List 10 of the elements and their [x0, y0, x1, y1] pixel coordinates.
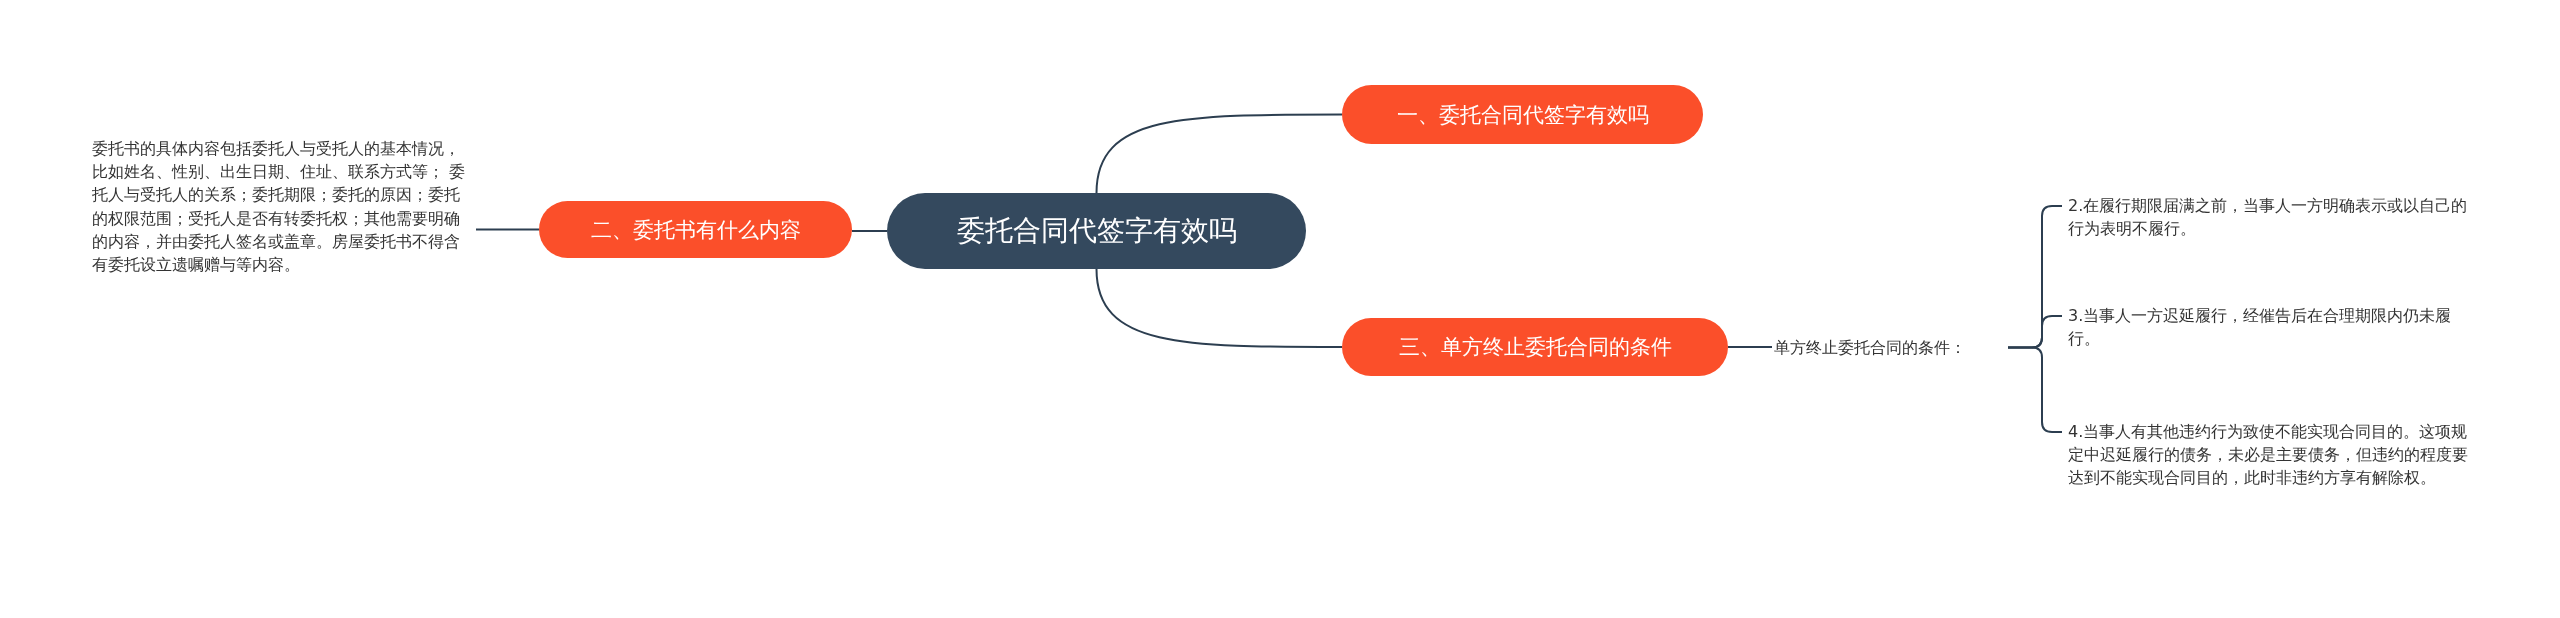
connector-line	[475, 228, 540, 231]
topic-pill: 二、委托书有什么内容	[539, 201, 852, 258]
central-topic: 委托合同代签字有效吗	[887, 193, 1306, 269]
connector-line	[1095, 268, 1343, 348]
connector-line	[2007, 346, 2063, 433]
connector-line	[851, 230, 888, 232]
connector-line	[1727, 346, 1773, 348]
topic-pill: 三、单方终止委托合同的条件	[1342, 318, 1728, 376]
connector-line	[1095, 113, 1343, 194]
topic-pill: 一、委托合同代签字有效吗	[1342, 85, 1703, 144]
